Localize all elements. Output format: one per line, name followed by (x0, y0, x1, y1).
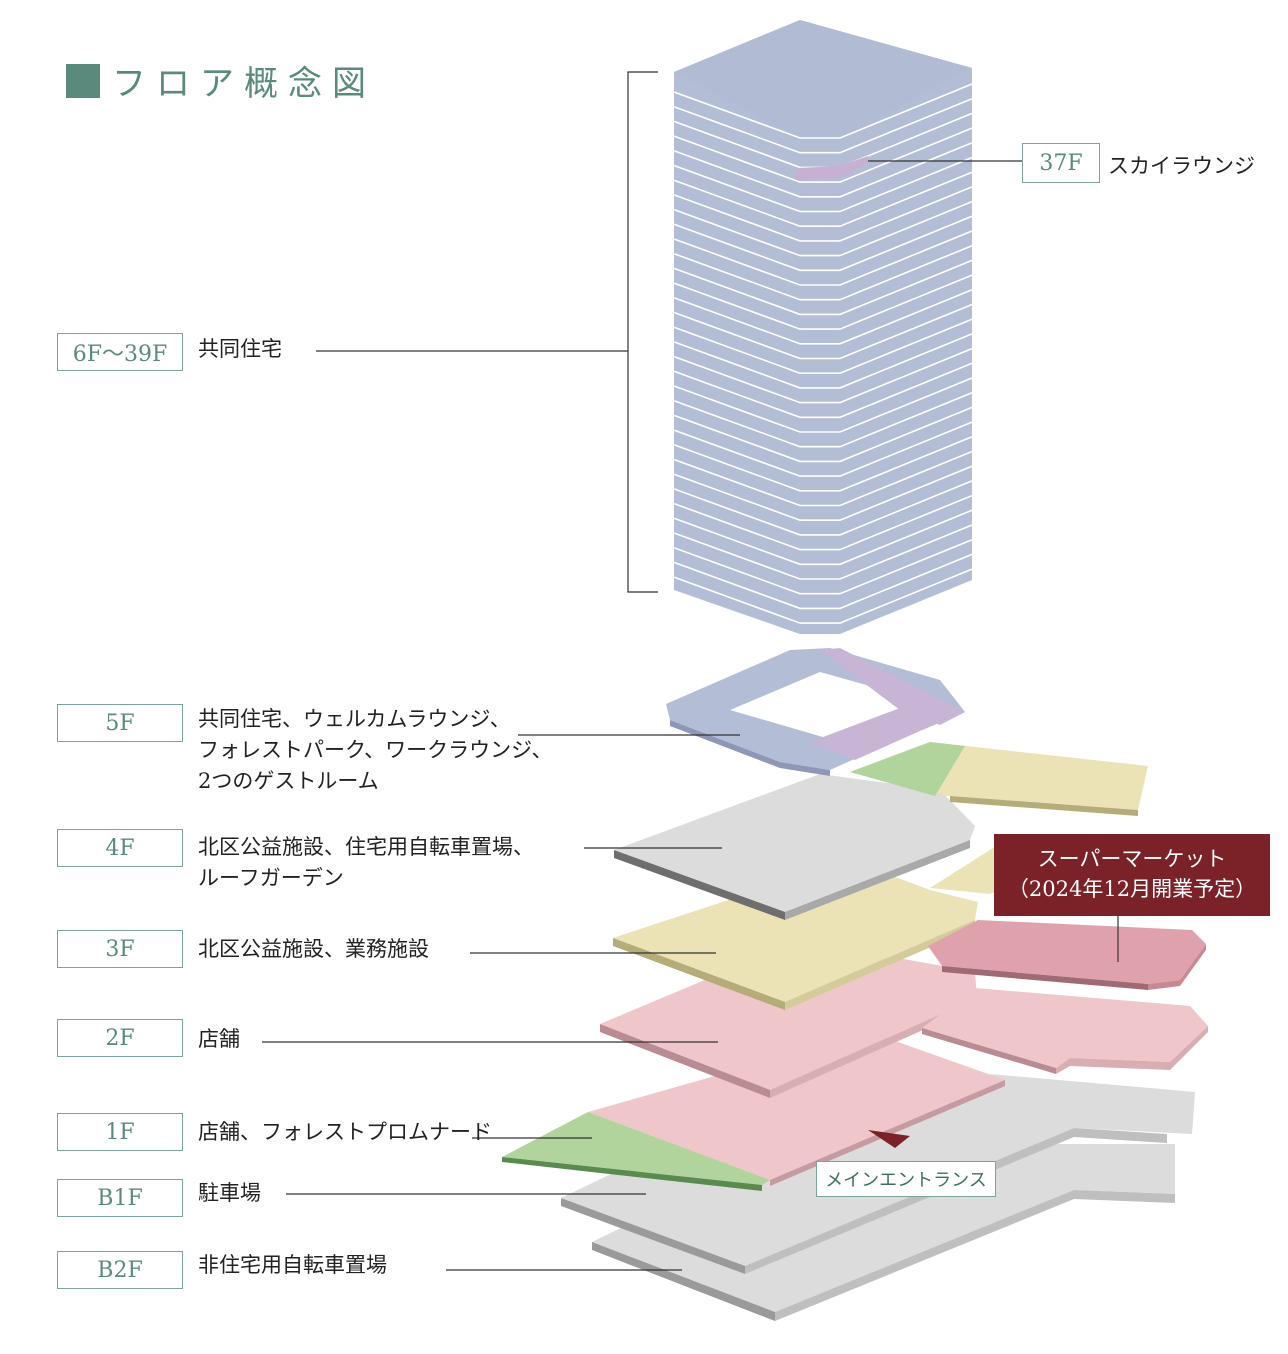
tower-floor-line (673, 347, 973, 404)
tower-floor-line (673, 142, 973, 198)
supermarket-name: スーパーマーケット (1037, 847, 1227, 871)
floor-label-5f: 5F (57, 704, 183, 742)
supermarket-callout: スーパーマーケット （2024年12月開業予定） (994, 834, 1270, 916)
tower-floor-line (673, 83, 973, 139)
tower-floor-line (673, 333, 973, 389)
tower-floor-line (673, 450, 973, 507)
tower-floor-line (673, 436, 973, 492)
tower-floor-line (673, 244, 973, 301)
floor-label-3f: 3F (57, 930, 183, 968)
floor-label-2f: 2F (57, 1019, 183, 1057)
tower-floor-line (673, 289, 973, 345)
floor-desc-6f-39f: 共同住宅 (198, 337, 282, 361)
tower-floor-line (673, 421, 973, 477)
leader-lines (262, 71, 1119, 1271)
tower-floor-line (673, 362, 973, 419)
tower-floor-line (673, 259, 973, 316)
floor-label-1f: 1F (57, 1113, 183, 1151)
floor-1f-plate (502, 1032, 1005, 1191)
floor-label-6f-39f: 6F〜39F (57, 333, 183, 371)
tower-floor-line (673, 127, 973, 183)
tower-floor-line (673, 215, 973, 272)
title-square-icon (66, 63, 100, 98)
tower-floor-line (673, 524, 973, 580)
floor-desc-4f: 北区公益施設、住宅用自転車置場、ルーフガーデン (198, 835, 534, 890)
floor-label-b2f: B2F (57, 1251, 183, 1289)
supermarket-opening: （2024年12月開業予定） (1007, 877, 1257, 901)
tower-floor-line (673, 200, 973, 257)
tower-floor-line (673, 465, 973, 522)
tower-floor-line (673, 568, 973, 624)
tower-floor-line (673, 538, 973, 595)
tower-floor-line (673, 171, 973, 227)
floor-desc-b1f: 駐車場 (198, 1181, 261, 1205)
tower-floor-line (673, 377, 973, 433)
floor-2f-plate (600, 940, 1208, 1098)
tower-floor-line (673, 318, 973, 375)
tower-floor-line (673, 553, 973, 610)
tower-floor-line (673, 406, 973, 463)
floor-desc-2f: 店舗 (198, 1027, 240, 1051)
tower-floor-line (673, 303, 973, 360)
main-entrance-label: メインエントランス (816, 1161, 996, 1197)
tower-floor-line (673, 186, 973, 242)
tower-floor-line (673, 274, 973, 330)
tower-floor-line (673, 509, 973, 566)
floor-label-4f: 4F (57, 829, 183, 867)
floor-desc-3f: 北区公益施設、業務施設 (198, 937, 429, 961)
tower-floor-line (673, 230, 973, 286)
floor-4f-plate (614, 774, 975, 920)
tower-floor-line (673, 156, 973, 213)
tower (673, 20, 973, 634)
tower-floor-line (673, 494, 973, 551)
tower-floor-line (673, 391, 973, 448)
page-title: フロア概念図 (66, 56, 376, 105)
lounge-name: スカイラウンジ (1108, 154, 1255, 178)
floor-label-b1f: B1F (57, 1179, 183, 1217)
floor-5f-ring (666, 648, 965, 776)
floor-desc-1f: 店舗、フォレストプロムナード (198, 1120, 492, 1144)
floor-desc-5f: 共同住宅、ウェルカムラウンジ、フォレストパーク、ワークラウンジ、2つのゲストルー… (198, 707, 553, 793)
floor-desc-b2f: 非住宅用自転車置場 (198, 1253, 387, 1277)
floor-5f-wing (850, 742, 1148, 816)
tower-floor-line (673, 480, 973, 536)
title-text: フロア概念図 (112, 64, 376, 104)
tower-floor-line (673, 97, 973, 154)
lounge-floor-label: 37F (1022, 143, 1100, 183)
